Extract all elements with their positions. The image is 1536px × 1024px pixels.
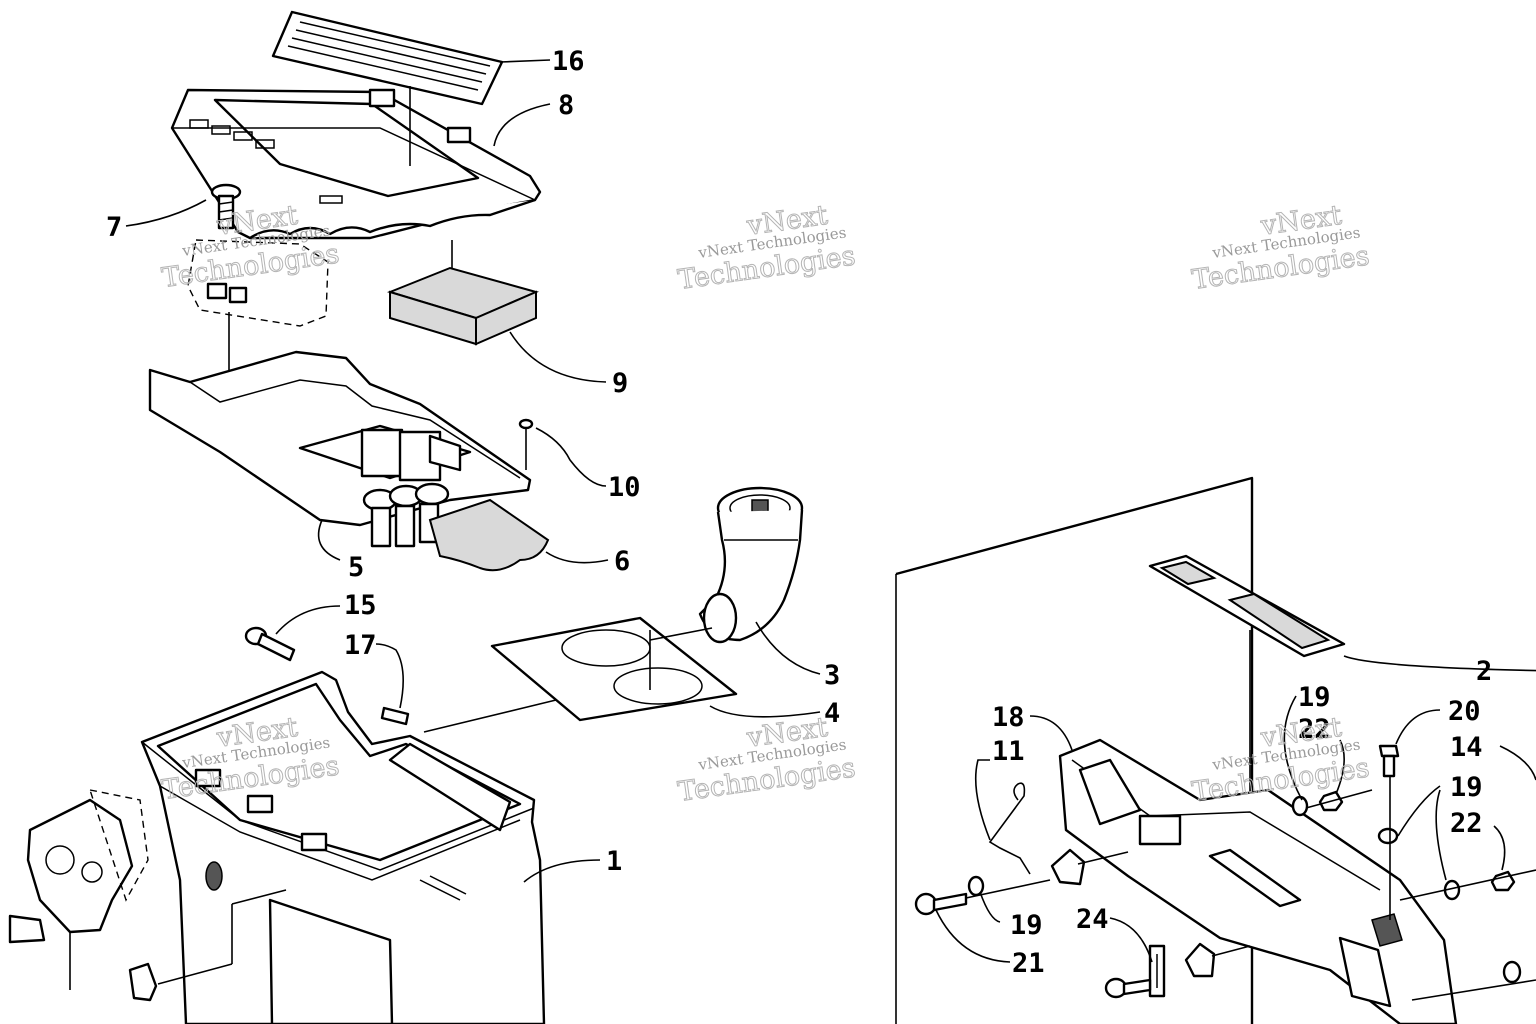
lower-bolt bbox=[1104, 977, 1152, 999]
callout-22b: 22 bbox=[1450, 808, 1483, 839]
watermark-4: vNext vNext Technologies Technologies bbox=[159, 711, 341, 806]
part-6-foam bbox=[428, 498, 550, 572]
callout-11: 11 bbox=[992, 736, 1025, 767]
callout-18: 18 bbox=[992, 702, 1025, 733]
part-11-wire-bracket bbox=[988, 782, 1031, 875]
watermark-2: vNext vNext Technologies Technologies bbox=[676, 199, 858, 296]
callout-24: 24 bbox=[1076, 904, 1109, 935]
callout-6: 6 bbox=[614, 546, 630, 577]
part-8-cover bbox=[170, 88, 542, 240]
part-7-screw bbox=[210, 183, 242, 230]
callout-8: 8 bbox=[558, 90, 574, 121]
callout-22a: 22 bbox=[1298, 714, 1331, 745]
part-17-stud bbox=[380, 706, 410, 726]
callout-14: 14 bbox=[1450, 732, 1483, 763]
part-19-washer-a bbox=[1291, 795, 1309, 817]
callout-16: 16 bbox=[552, 46, 585, 77]
part-20-bolt bbox=[1378, 744, 1400, 778]
part-19-washer-c bbox=[967, 875, 985, 897]
part-2-gasket bbox=[1148, 554, 1346, 658]
callout-4: 4 bbox=[824, 698, 840, 729]
part-24-clip bbox=[1148, 944, 1166, 998]
part-3-elbow bbox=[698, 486, 804, 644]
part-21-bolt bbox=[914, 892, 968, 916]
part-5-base-tray bbox=[148, 350, 532, 548]
throttle-body-assembly bbox=[8, 789, 149, 990]
part-22-nut-b bbox=[1490, 870, 1516, 892]
part-16-decal bbox=[271, 10, 504, 106]
callout-9: 9 bbox=[612, 368, 628, 399]
callout-17: 17 bbox=[344, 630, 377, 661]
part-18-silencer bbox=[1058, 738, 1458, 1024]
callout-15: 15 bbox=[344, 590, 377, 621]
callout-19a: 19 bbox=[1298, 682, 1331, 713]
part-14-washer bbox=[1502, 960, 1522, 984]
callout-19b: 19 bbox=[1450, 772, 1483, 803]
part-9-foam-filter bbox=[386, 266, 539, 346]
callout-21: 21 bbox=[1012, 948, 1045, 979]
part-19-washer-b-top bbox=[1377, 827, 1399, 845]
callout-3: 3 bbox=[824, 660, 840, 691]
module-bracket bbox=[187, 239, 329, 327]
part-15-bolt bbox=[244, 626, 296, 662]
watermark-6: vNext vNext Technologies Technologies bbox=[1190, 711, 1372, 808]
washer-plates bbox=[1050, 848, 1216, 978]
part-4-gasket-plate bbox=[490, 616, 738, 722]
callout-2: 2 bbox=[1476, 656, 1492, 687]
callout-10: 10 bbox=[608, 472, 641, 503]
part-10-screw bbox=[518, 418, 534, 470]
clip-part bbox=[128, 962, 158, 1002]
callout-5: 5 bbox=[348, 552, 364, 583]
callout-20: 20 bbox=[1448, 696, 1481, 727]
watermark-3: vNext vNext Technologies Technologies bbox=[1190, 199, 1372, 296]
callout-7: 7 bbox=[106, 212, 122, 243]
callout-19c: 19 bbox=[1010, 910, 1043, 941]
callout-1: 1 bbox=[606, 846, 622, 877]
part-1-airbox-housing bbox=[140, 670, 546, 1024]
